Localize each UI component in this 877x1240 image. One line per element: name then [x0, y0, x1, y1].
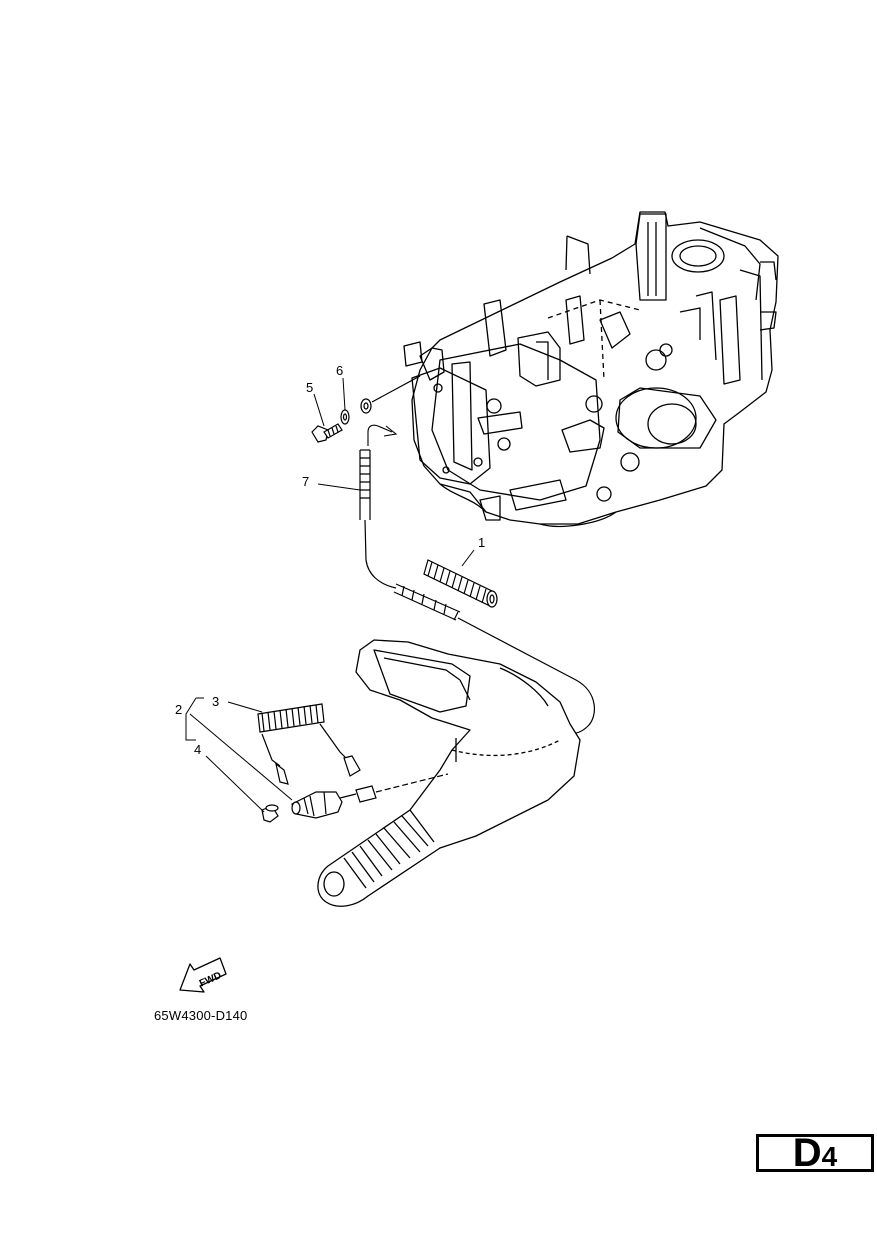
lanyard-coil-part-3 [257, 703, 361, 785]
callout-6: 6 [336, 363, 343, 378]
callout-labels: 1 2 3 4 5 6 7 [175, 363, 485, 757]
washer-part-6 [340, 409, 350, 425]
bolt-part-5 [311, 423, 343, 443]
ring-clip [360, 375, 421, 414]
fwd-arrow-icon: FWD [179, 957, 227, 993]
drawing-code: 65W4300-D140 [154, 1008, 248, 1023]
callout-7: 7 [302, 474, 309, 489]
page-badge-letter: D [792, 1131, 822, 1175]
tiller-handle [317, 639, 581, 907]
stop-switch-part-2 [291, 773, 449, 819]
callout-1: 1 [478, 535, 485, 550]
callout-4: 4 [194, 742, 201, 757]
corrugated-tube-part-1 [423, 559, 498, 608]
engine-block [403, 211, 779, 527]
callout-3: 3 [212, 694, 219, 709]
callout-2: 2 [175, 702, 182, 717]
cap-part-4 [261, 804, 279, 823]
callout-5: 5 [306, 380, 313, 395]
routing-arrow [367, 424, 398, 446]
page-badge: D 4 [756, 1131, 874, 1175]
leader-lines [185, 377, 475, 813]
page-badge-number: 4 [821, 1141, 838, 1172]
